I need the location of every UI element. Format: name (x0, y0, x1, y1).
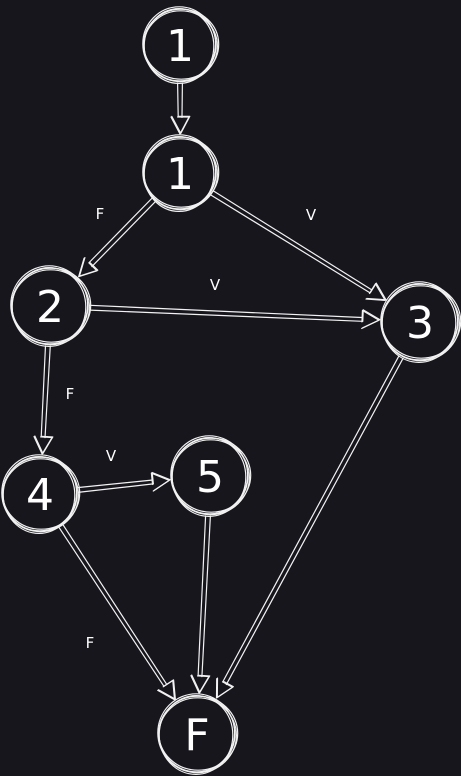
edge-shaft-line (225, 357, 404, 686)
node-outline (11, 269, 90, 346)
edge-arrowhead (361, 309, 380, 330)
edge-shaft-line (222, 355, 400, 682)
node-label: 4 (26, 470, 54, 521)
node-label: 1 (166, 149, 194, 200)
edge-n3-nF (215, 355, 404, 699)
node-outline (157, 693, 236, 773)
node-outline (381, 285, 461, 362)
edge-shaft-line (88, 197, 153, 263)
edge-arrowhead (191, 674, 211, 694)
node-outline (171, 439, 251, 516)
edge-shaft-line (89, 304, 363, 319)
node-outline (170, 435, 249, 515)
node-n5: 5 (170, 435, 252, 518)
node-n2: 2 (10, 265, 92, 348)
node-n_start: 1 (142, 6, 220, 85)
edge-arrowhead (151, 471, 171, 492)
edge-arrowhead (34, 435, 54, 455)
edge-shaft-line (91, 201, 156, 268)
edge-shaft-line (78, 483, 154, 493)
edge-shaft-line (212, 190, 373, 291)
edge-label-n2-n4: F (66, 385, 75, 403)
edge-arrowhead (171, 115, 191, 134)
edge-shaft-line (58, 527, 165, 687)
node-outline (1, 454, 78, 532)
edge-n1-n3 (210, 190, 387, 301)
edge-arrowhead (216, 677, 234, 698)
edge-shaft-line (77, 479, 153, 489)
edge-label-n1-n3: V (306, 206, 317, 224)
edge-n4-nF (58, 524, 176, 701)
edge-shaft-line (210, 194, 371, 294)
edge-shaft-line (40, 345, 47, 437)
edge-n1-n2 (78, 197, 156, 278)
edge-shaft-line (44, 345, 51, 439)
node-outline (2, 458, 79, 533)
edge-arrowhead (157, 679, 176, 700)
node-label: 3 (406, 298, 434, 349)
node-outline (143, 138, 219, 211)
edge-label-n4-n5: V (106, 447, 117, 465)
edge-n2-n3 (89, 304, 381, 330)
node-nF: F (157, 693, 239, 775)
edge-shaft-line (177, 82, 179, 117)
edge-shaft-line (201, 515, 211, 678)
node-label: 5 (196, 452, 224, 503)
edge-arrowhead (78, 257, 99, 277)
edge-labels-layer: F V V F V F (66, 205, 317, 652)
node-n4: 4 (1, 454, 81, 535)
node-n1: 1 (142, 134, 220, 213)
edge-arrowhead (366, 282, 387, 301)
edge-shaft-line (89, 309, 364, 322)
edge-n4-n5 (77, 471, 171, 493)
node-label: F (184, 710, 209, 761)
node-outline (142, 134, 217, 210)
node-label: 2 (36, 282, 64, 333)
edge-n5-nF (190, 515, 211, 694)
node-outline (158, 697, 238, 774)
edge-n_start-n1 (170, 82, 191, 135)
node-outline (380, 281, 459, 361)
edge-label-n4-nF: F (86, 634, 95, 652)
node-outline (142, 6, 217, 82)
edge-arrowhead (361, 309, 381, 329)
node-n3: 3 (380, 281, 461, 364)
edge-shaft-line (62, 524, 168, 686)
edge-n2-n4 (33, 345, 54, 455)
node-outline (143, 10, 219, 83)
edge-label-n1-n2: F (96, 205, 105, 223)
node-label: 1 (166, 21, 194, 72)
node-outline (10, 265, 89, 345)
edge-shaft-line (197, 515, 207, 676)
edge-label-n2-n3: V (210, 276, 221, 294)
edges-layer (33, 82, 404, 701)
